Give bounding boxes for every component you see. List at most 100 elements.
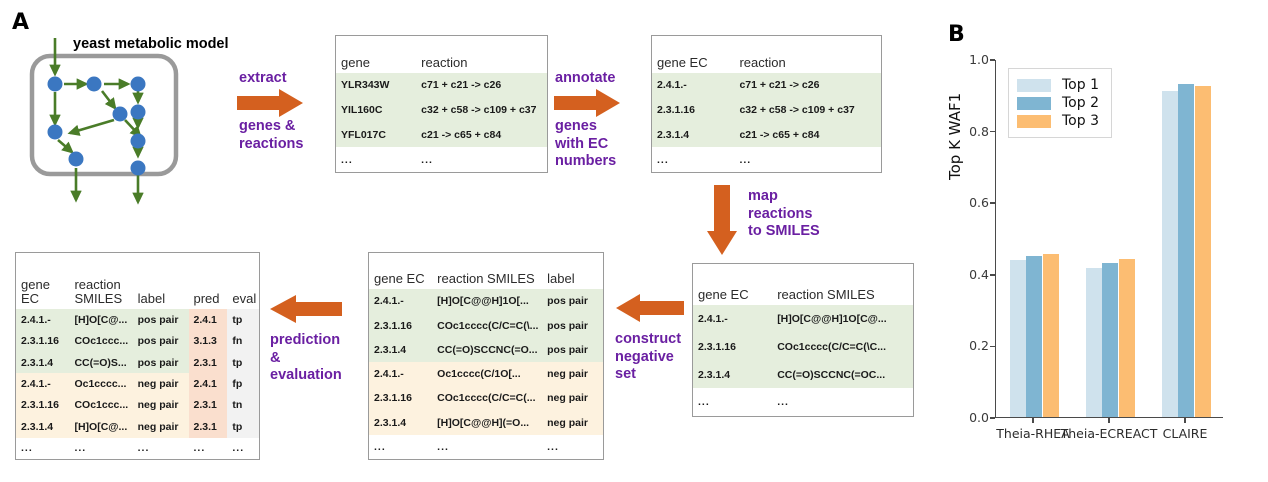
bar-claire-top2 <box>1178 84 1194 417</box>
table-row-footer: ... ... ... <box>369 435 603 459</box>
cell-smiles: COc1ccc... <box>69 330 133 353</box>
cell-ellipsis: ... <box>374 440 386 453</box>
cell-ellipsis: ... <box>232 442 245 455</box>
y-tick-mark <box>990 417 995 419</box>
cell-ellipsis: ... <box>74 442 87 455</box>
table-row-footer: ... ... <box>336 147 547 172</box>
cell-label: neg pair <box>132 373 189 395</box>
y-tick-mark <box>990 202 995 204</box>
table-row: 2.3.1.16 COc1ccc... pos pair 3.1.3 fn <box>16 330 259 353</box>
cell-ellipsis: ... <box>137 442 150 455</box>
cell-eval: tn <box>227 394 259 417</box>
cell-smiles: COc1ccc... <box>69 394 133 417</box>
th-label: label <box>547 271 575 287</box>
cell-label: pos pair <box>132 352 189 374</box>
cell-ellipsis: ... <box>341 153 353 166</box>
table-row: 2.4.1.- Oc1cccc... neg pair 2.4.1 fp <box>16 373 259 395</box>
cell-smiles: COc1cccc(C/C=C(\... <box>437 319 539 332</box>
cell-ellipsis: ... <box>547 440 559 453</box>
cell-smiles: Oc1cccc(C/1O[... <box>437 368 521 381</box>
table-row: 2.3.1.4 [H]O[C@@H](=O... neg pair <box>369 410 603 435</box>
table-row: 2.3.1.4 [H]O[C@... neg pair 2.3.1 tp <box>16 416 259 438</box>
legend-label: Top 3 <box>1062 113 1099 129</box>
metabolic-network-diagram <box>18 28 218 218</box>
geneEC-smiles-table: gene EC reaction SMILES 2.4.1.- [H]O[C@@… <box>692 263 914 417</box>
cell-label: pos pair <box>132 330 189 353</box>
th-gene-ec: gene EC <box>369 253 432 289</box>
step-construct-label: construct negative set <box>615 331 681 384</box>
cell-ec: 2.3.1.16 <box>698 340 736 353</box>
table-row: 2.3.1.16 COc1cccc(C/C=C(\... pos pair <box>369 313 603 338</box>
step-prediction-line3: evaluation <box>270 367 342 384</box>
table-row: 2.3.1.16 COc1ccc... neg pair 2.3.1 tn <box>16 394 259 417</box>
cell-ellipsis: ... <box>739 153 752 166</box>
cell-ec: 2.3.1.4 <box>16 352 70 374</box>
th-gene-ec: gene EC <box>16 253 69 309</box>
table-row: 2.3.1.16 COc1cccc(C/C=C(... neg pair <box>369 386 603 411</box>
cell-eval: fp <box>227 373 259 395</box>
legend-label: Top 2 <box>1062 95 1099 111</box>
arrow-map-icon <box>707 185 737 255</box>
network-svg <box>29 38 179 205</box>
table-row-footer: ... ... <box>693 388 913 416</box>
y-tick-label: 0.8 <box>969 123 989 139</box>
cell-eval: tp <box>227 416 259 438</box>
th-gene-ec: gene EC <box>698 287 749 303</box>
table-row: 2.4.1.- [H]O[C@... pos pair 2.4.1 tp <box>16 309 259 331</box>
arrow-prediction-icon <box>270 295 342 323</box>
cell-eval: tp <box>227 352 259 374</box>
bar-claire-top3 <box>1194 86 1211 417</box>
legend-item-top3[interactable]: Top 3 <box>1017 113 1099 129</box>
model-title: yeast metabolic model <box>73 36 229 52</box>
step-prediction-line2: & <box>270 349 281 366</box>
th-eval: eval <box>232 291 257 307</box>
cell-gene: YIL160C <box>341 104 383 117</box>
step-map-line1: map <box>748 188 778 204</box>
table-row: 2.4.1.- c71 + c21 -> c26 <box>652 73 881 98</box>
th-gene-ec-a: gene <box>21 276 50 292</box>
geneEC-reaction-table: gene EC reaction 2.4.1.- c71 + c21 -> c2… <box>651 35 882 173</box>
cell-reaction: c71 + c21 -> c26 <box>421 79 502 92</box>
legend-item-top1[interactable]: Top 1 <box>1017 77 1099 93</box>
cell-ec: 2.3.1.4 <box>374 416 407 429</box>
cell-ec: 2.3.1.4 <box>698 368 731 381</box>
cell-smiles: [H]O[C@... <box>69 416 133 438</box>
cell-pred: 2.4.1 <box>188 309 228 331</box>
th-gene: gene <box>341 55 370 71</box>
step-construct-line1: construct <box>615 331 682 347</box>
table-row: 2.3.1.4 CC(=O)SCCNC(=O... pos pair <box>369 337 603 363</box>
step-extract-line2: genes & <box>239 118 296 134</box>
table-row: 2.4.1.- Oc1cccc(C/1O[... neg pair <box>369 362 603 387</box>
step-prediction-line1: prediction <box>270 332 341 348</box>
table-row: 2.4.1.- [H]O[C@@H]1O[C@... <box>693 305 913 334</box>
cell-gene: YFL017C <box>341 128 386 141</box>
cell-reaction: c71 + c21 -> c26 <box>739 79 820 92</box>
table-row: 2.4.1.- [H]O[C@@H]1O[... pos pair <box>369 289 603 314</box>
cell-label: neg pair <box>132 394 189 417</box>
legend-item-top2[interactable]: Top 2 <box>1017 95 1099 111</box>
cell-membrane <box>29 53 179 177</box>
x-tick-label-theia-rhea: Theia-RHEA <box>996 426 1070 441</box>
cell-ellipsis: ... <box>193 442 206 455</box>
pos-neg-pairs-table: gene EC reaction SMILES label 2.4.1.- [H… <box>368 252 604 460</box>
cell-smiles: [H]O[C@... <box>69 309 133 331</box>
chart-legend: Top 1 Top 2 Top 3 <box>1008 68 1112 138</box>
plot-area: Top 1 Top 2 Top 3 <box>995 60 1223 418</box>
step-construct-line3: set <box>615 366 636 383</box>
th-reaction-smiles: reaction SMILES <box>432 253 542 289</box>
legend-swatch-icon <box>1017 96 1051 110</box>
step-extract-sublabel: genes & reactions <box>239 118 303 153</box>
cell-pred: 2.3.1 <box>188 394 228 417</box>
y-tick-mark <box>990 345 995 348</box>
x-tick-mark <box>1184 418 1186 423</box>
y-tick-mark <box>990 59 995 61</box>
step-map-line2: reactions <box>748 205 813 222</box>
step-extract-line1: extract <box>239 70 287 86</box>
table-row: YIL160C c32 + c58 -> c109 + c37 <box>336 97 547 123</box>
cell-label: pos pair <box>547 319 588 332</box>
step-annotate-line4: numbers <box>555 153 617 170</box>
cell-eval: tp <box>227 309 259 331</box>
cell-label: neg pair <box>547 368 588 381</box>
cell-ec: 2.4.1.- <box>374 368 404 381</box>
